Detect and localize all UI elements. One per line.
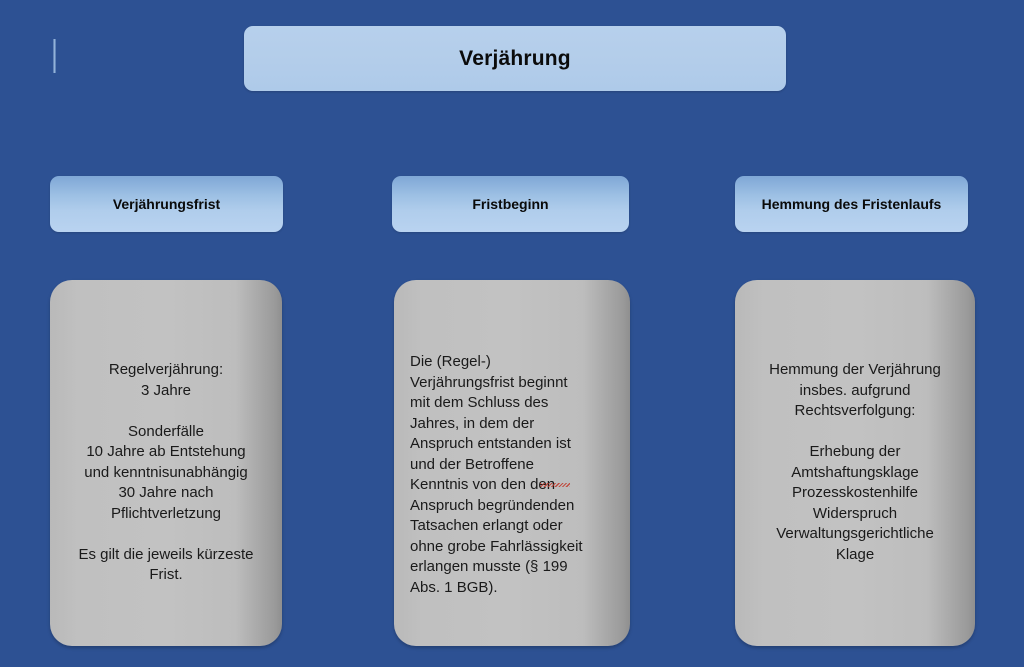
- column-header-verjaehrungsfrist[interactable]: Verjährungsfrist: [50, 176, 283, 232]
- page-title: Verjährung: [459, 46, 571, 70]
- column-header-label: Hemmung des Fristenlaufs: [761, 196, 942, 212]
- text-cursor-artifact: [53, 39, 56, 73]
- column-header-label: Verjährungsfrist: [112, 196, 221, 212]
- column-header-hemmung-des-fristenlaufs[interactable]: Hemmung des Fristenlaufs: [735, 176, 968, 232]
- column-header-label: Fristbeginn: [472, 196, 549, 212]
- content-panel-text: Regelverjährung: 3 Jahre Sonderfälle 10 …: [78, 361, 254, 583]
- content-panel-hemmung-des-fristenlaufs[interactable]: Hemmung der Verjährung insbes. aufgrund …: [735, 280, 975, 646]
- column-header-fristbeginn[interactable]: Fristbeginn: [392, 176, 629, 232]
- content-panel-text: Die (Regel-) Verjährungsfrist beginnt mi…: [410, 353, 583, 596]
- content-panel-verjaehrungsfrist[interactable]: Regelverjährung: 3 Jahre Sonderfälle 10 …: [50, 280, 282, 646]
- content-panel-text: Hemmung der Verjährung insbes. aufgrund …: [769, 361, 941, 563]
- slide-title-box[interactable]: Verjährung: [244, 26, 786, 91]
- spellcheck-squiggle-icon: [540, 483, 570, 487]
- content-panel-fristbeginn[interactable]: Die (Regel-) Verjährungsfrist beginnt mi…: [394, 280, 630, 646]
